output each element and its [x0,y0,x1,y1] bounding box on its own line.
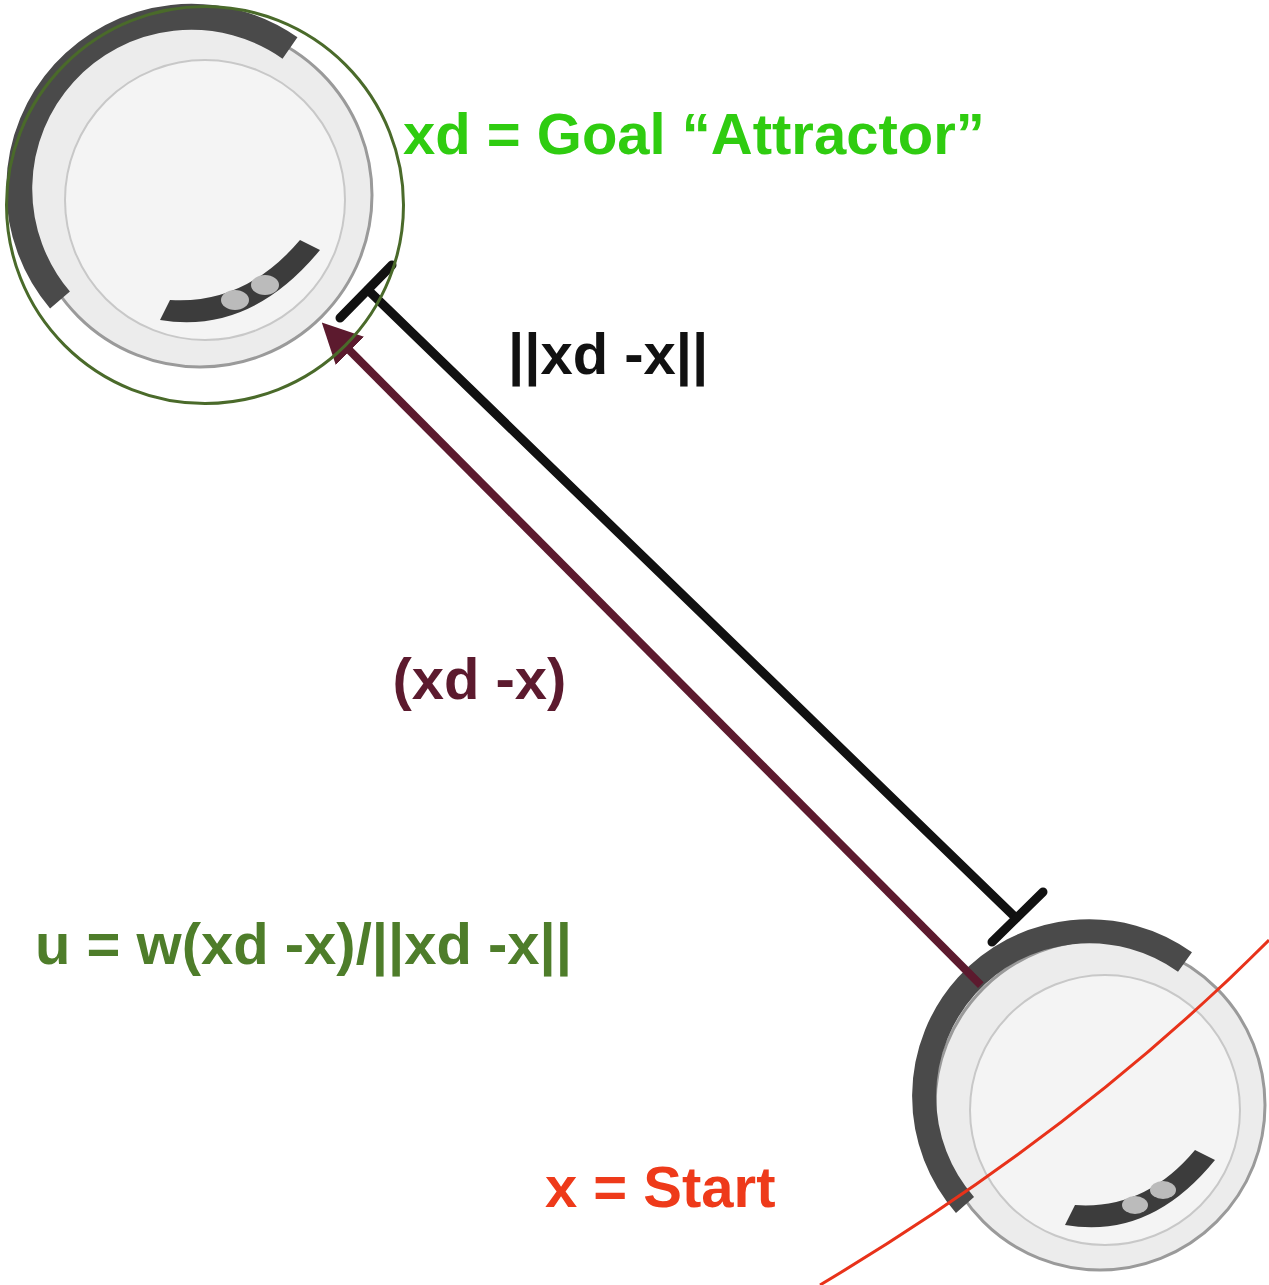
control-formula: u = w(xd -x)/||xd -x|| [35,912,572,976]
goal-circle: xd = Goal “Attractor” [5,5,405,405]
edge-label: (xd -x) [392,647,566,711]
node-label: x = Start [545,1155,776,1219]
start-region-curve [820,940,1269,1285]
node-label: xd = Goal “Attractor” [403,83,1003,185]
start-robot: x = Start [935,940,1265,1270]
robot-goal [19,17,372,367]
dimension-line [340,265,1043,942]
dimension-label: ||xd -x|| [508,322,708,386]
vector-arrow [332,333,981,986]
